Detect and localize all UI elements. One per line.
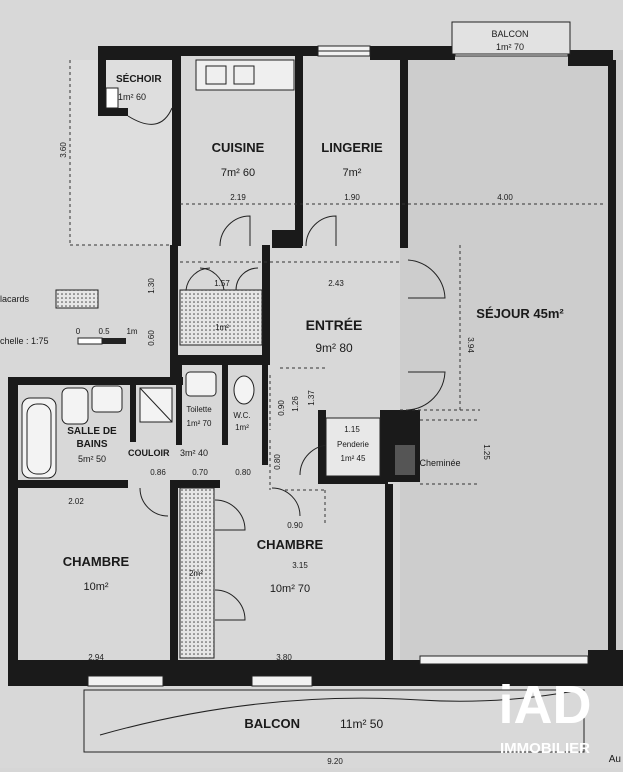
kitchen-counter <box>195 59 295 91</box>
iad-logo: iAD <box>499 675 592 735</box>
dim-090a: 0.90 <box>277 400 286 416</box>
sechoir-boiler <box>105 87 119 109</box>
bathroom-fixtures <box>21 371 255 479</box>
entree-placard <box>179 289 263 346</box>
balcon-bottom-label: BALCON <box>244 716 300 731</box>
balcon-top-area: 1m² 70 <box>496 42 524 52</box>
cheminee-label: Cheminée <box>419 458 460 468</box>
dim-394: 3.94 <box>466 337 475 353</box>
entree-area: 9m² 80 <box>315 341 353 355</box>
couloir-label: COULOIR <box>128 448 170 458</box>
dim-080a: 0.80 <box>235 468 251 477</box>
salle-de-bains-label-2: BAINS <box>76 439 107 450</box>
balcon-railing-line <box>99 689 581 736</box>
chambre-left-label: CHAMBRE <box>63 554 130 569</box>
sejour-floor <box>400 50 623 670</box>
dim-070: 0.70 <box>192 468 208 477</box>
sejour-label: SÉJOUR 45m² <box>476 306 564 321</box>
toilette-label: Toilette <box>186 405 212 414</box>
dim-137: 1.37 <box>307 390 316 406</box>
cuisine-label: CUISINE <box>212 140 265 155</box>
iad-watermark: iAD IMMOBILIER Au <box>499 675 622 765</box>
chambre-placard-area: 2m² <box>189 569 203 578</box>
dim-060: 0.60 <box>147 330 156 346</box>
chambre-left-area: 10m² <box>83 581 108 593</box>
dim-115: 1.15 <box>344 425 360 434</box>
legend-placards: lacards <box>0 294 30 304</box>
toilette-area: 1m² 70 <box>187 419 212 428</box>
placard-legend-swatch <box>55 289 99 309</box>
legend-echelle: chelle : 1:75 <box>0 336 49 346</box>
dim-315: 3.15 <box>292 561 308 570</box>
wc-label: W.C. <box>233 411 250 420</box>
dim-360: 3.60 <box>59 142 68 158</box>
dim-920: 9.20 <box>327 757 343 766</box>
dim-126: 1.26 <box>291 396 300 412</box>
dim-243: 2.43 <box>328 279 344 288</box>
balcon-top-outline <box>451 21 571 55</box>
scale-bar: 0 0.5 1m <box>76 327 138 345</box>
couloir-area: 3m² 40 <box>180 448 208 458</box>
cheminee-hearth <box>395 445 415 475</box>
entree-label: ENTRÉE <box>306 317 363 333</box>
sink-basin-left <box>205 65 227 85</box>
scale-label-0: 0 <box>76 327 81 336</box>
scale-label-05: 0.5 <box>98 327 110 336</box>
dim-400: 4.00 <box>497 193 513 202</box>
salle-de-bains-label-1: SALLE DE <box>67 426 117 437</box>
scale-label-1: 1m <box>126 327 137 336</box>
balcon-top-label: BALCON <box>491 29 528 39</box>
balcon-bottom-area: 11m² 50 <box>340 717 383 731</box>
dashed-outlines <box>69 60 605 525</box>
iad-tagline: IMMOBILIER <box>500 740 590 757</box>
dim-157: 1.57 <box>214 279 230 288</box>
dim-130: 1.30 <box>147 278 156 294</box>
sink-basin-right <box>233 65 255 85</box>
lingerie-area: 7m² <box>343 167 362 179</box>
entree-placard-area: 1m² <box>215 323 229 332</box>
dim-125: 1.25 <box>482 444 491 460</box>
dim-294: 2.94 <box>88 653 104 662</box>
sechoir-area: 1m² 60 <box>118 92 146 102</box>
dim-080b: 0.80 <box>273 454 282 470</box>
dimension-labels: 3.60 2.19 1.90 4.00 1.30 1.57 2.43 0.60 … <box>59 142 513 766</box>
cuisine-area: 7m² 60 <box>221 167 255 179</box>
lingerie-label: LINGERIE <box>321 140 383 155</box>
sechoir-door-swing <box>127 107 173 125</box>
terrace-left <box>70 60 180 245</box>
dim-086: 0.86 <box>150 468 166 477</box>
penderie-label: Penderie <box>337 440 370 449</box>
dim-219: 2.19 <box>230 193 246 202</box>
door-swings <box>139 215 446 621</box>
partial-text: Au <box>609 754 621 765</box>
penderie-area: 1m² 45 <box>341 454 366 463</box>
dim-380: 3.80 <box>276 653 292 662</box>
wc-area: 1m² <box>235 423 249 432</box>
dim-202: 2.02 <box>68 497 84 506</box>
chambre-placard <box>179 487 215 659</box>
penderie-box <box>325 417 381 477</box>
chambre-right-area: 10m² 70 <box>270 583 310 595</box>
dim-090b: 0.90 <box>287 521 303 530</box>
dim-190: 1.90 <box>344 193 360 202</box>
salle-de-bains-area: 5m² 50 <box>78 454 106 464</box>
sechoir-label: SÉCHOIR <box>116 72 162 85</box>
chambre-right-label: CHAMBRE <box>257 537 324 552</box>
